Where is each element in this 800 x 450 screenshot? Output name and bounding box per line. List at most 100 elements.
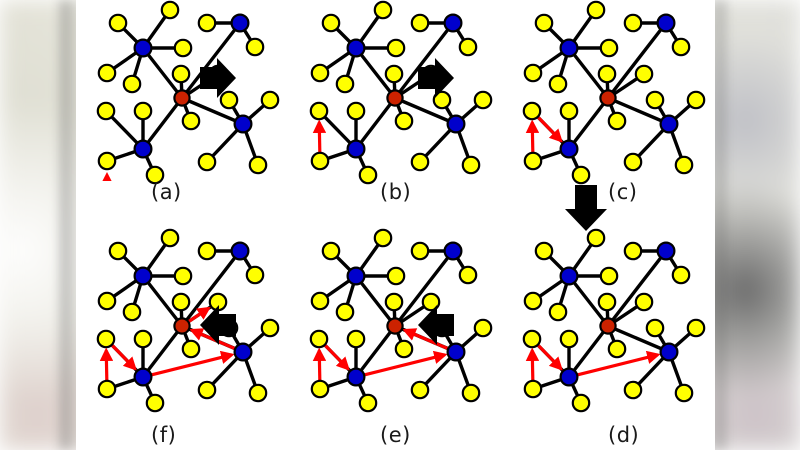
node-leaf-l14 — [145, 393, 165, 413]
node-leaf-l13 — [97, 379, 117, 399]
panel-label-f: (f) — [151, 423, 177, 447]
node-leaf-l10 — [607, 339, 627, 359]
graph-nodes-c — [522, 0, 706, 185]
node-leaf-l10 — [181, 339, 201, 359]
node-leaf-l13 — [523, 379, 543, 399]
node-leaf-l6 — [623, 241, 643, 261]
node-leaf-l2 — [160, 228, 180, 248]
node-leaf-l16 — [260, 318, 280, 338]
flow-arrow-a-to-b — [200, 58, 236, 98]
node-leaf-l8 — [384, 292, 404, 312]
node-leaf-l15 — [432, 90, 452, 110]
panel-f — [96, 228, 280, 413]
node-leaf-l7 — [671, 37, 691, 57]
node-hub-h1 — [346, 266, 366, 286]
flow-arrow-d-to-e — [418, 305, 454, 345]
node-leaf-l1 — [108, 13, 128, 33]
node-hub-h3 — [346, 139, 366, 159]
node-leaf-l3 — [599, 38, 619, 58]
node-leaf-l5 — [122, 302, 142, 322]
node-center-c — [173, 317, 191, 335]
node-leaf-l8 — [597, 292, 617, 312]
node-leaf-l17 — [623, 380, 643, 400]
graph-sequence-svg — [96, 0, 706, 413]
node-leaf-l10 — [394, 111, 414, 131]
node-hub-h3 — [346, 367, 366, 387]
node-leaf-l3 — [386, 266, 406, 286]
panel-c — [522, 0, 706, 185]
node-leaf-l2 — [373, 228, 393, 248]
node-leaf-l18 — [461, 383, 481, 403]
node-leaf-l13 — [310, 379, 330, 399]
node-leaf-l6 — [410, 13, 430, 33]
panel-a — [96, 0, 280, 185]
start-marker-a — [102, 172, 112, 181]
panel-label-d: (d) — [608, 423, 640, 447]
node-leaf-l9 — [421, 292, 441, 312]
node-leaf-l2 — [160, 0, 180, 20]
node-leaf-l14 — [358, 165, 378, 185]
node-hub-h1 — [346, 38, 366, 58]
node-center-c — [599, 317, 617, 335]
node-leaf-l2 — [586, 0, 606, 20]
node-leaf-l7 — [458, 37, 478, 57]
node-leaf-l18 — [248, 155, 268, 175]
node-leaf-l4 — [97, 291, 117, 311]
node-leaf-l17 — [197, 380, 217, 400]
node-hub-h3 — [559, 367, 579, 387]
node-leaf-l5 — [548, 302, 568, 322]
node-leaf-l11 — [309, 329, 329, 349]
panel-label-a: (a) — [151, 180, 182, 204]
node-leaf-l12 — [133, 101, 153, 121]
panel-b — [309, 0, 493, 185]
node-hub-h4 — [659, 342, 679, 362]
node-leaf-l12 — [133, 329, 153, 349]
node-hub-h2 — [230, 13, 250, 33]
node-leaf-l1 — [108, 241, 128, 261]
node-leaf-l2 — [373, 0, 393, 20]
node-hub-h2 — [443, 241, 463, 261]
node-leaf-l18 — [461, 155, 481, 175]
panel-label-c: (c) — [608, 180, 638, 204]
node-leaf-l16 — [473, 318, 493, 338]
node-leaf-l11 — [96, 101, 116, 121]
panel-d — [522, 228, 706, 413]
node-leaf-l1 — [321, 13, 341, 33]
node-leaf-l16 — [686, 90, 706, 110]
node-leaf-l6 — [623, 13, 643, 33]
flow-arrow-e-to-f — [200, 305, 236, 345]
node-leaf-l12 — [346, 101, 366, 121]
node-leaf-l7 — [458, 265, 478, 285]
node-leaf-l12 — [559, 101, 579, 121]
node-leaf-l11 — [522, 101, 542, 121]
node-leaf-l4 — [523, 63, 543, 83]
node-leaf-l13 — [310, 151, 330, 171]
node-center-c — [599, 89, 617, 107]
node-hub-h4 — [446, 114, 466, 134]
node-leaf-l9 — [634, 64, 654, 84]
node-leaf-l4 — [310, 63, 330, 83]
node-leaf-l5 — [548, 74, 568, 94]
node-leaf-l16 — [260, 90, 280, 110]
node-leaf-l18 — [674, 383, 694, 403]
node-leaf-l18 — [248, 383, 268, 403]
panel-label-e: (e) — [380, 423, 411, 447]
walk-edges-b — [312, 119, 327, 155]
graph-nodes-b — [309, 0, 493, 185]
node-leaf-l13 — [523, 151, 543, 171]
node-leaf-l1 — [534, 241, 554, 261]
node-center-c — [386, 89, 404, 107]
node-leaf-l11 — [309, 101, 329, 121]
node-hub-h2 — [443, 13, 463, 33]
node-hub-h4 — [659, 114, 679, 134]
node-leaf-l13 — [97, 151, 117, 171]
node-leaf-l15 — [219, 90, 239, 110]
panel-e — [309, 228, 493, 413]
node-hub-h1 — [133, 266, 153, 286]
node-leaf-l5 — [335, 74, 355, 94]
node-leaf-l17 — [623, 152, 643, 172]
node-hub-h4 — [233, 342, 253, 362]
node-leaf-l14 — [358, 393, 378, 413]
node-leaf-l10 — [394, 339, 414, 359]
